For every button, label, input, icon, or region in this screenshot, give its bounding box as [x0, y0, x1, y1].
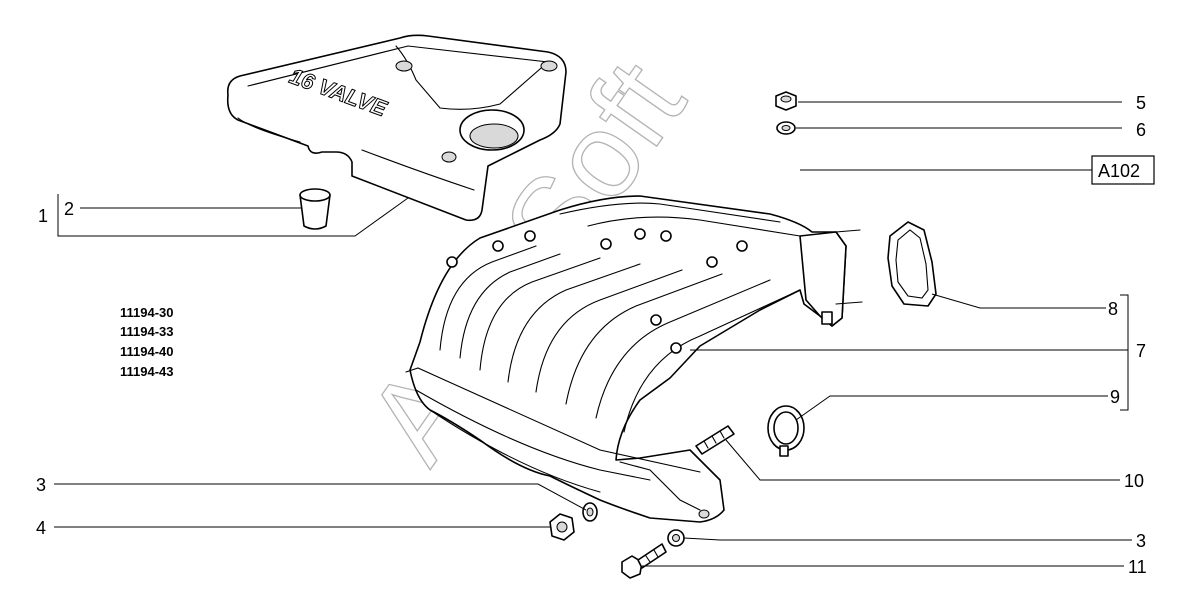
bolt-11 — [621, 543, 667, 579]
callout-5: 5 — [1136, 93, 1146, 113]
cover-bolt-hole — [441, 151, 457, 163]
callout-3-right: 3 — [1136, 531, 1146, 551]
nut-4 — [549, 513, 575, 541]
reference-code: A102 — [1098, 161, 1140, 181]
gasket-8 — [887, 221, 937, 307]
washer-3-lower-right — [667, 529, 685, 547]
model-code: 11194-33 — [120, 324, 174, 339]
reference-box — [1091, 155, 1155, 185]
callout-8: 8 — [1108, 299, 1118, 319]
stud-10 — [695, 425, 735, 455]
model-code: 11194-43 — [120, 364, 174, 379]
engine-cover: 16 VALVE — [226, 34, 567, 222]
leader-lines — [54, 101, 1132, 567]
callout-11: 11 — [1128, 557, 1147, 577]
cover-bolt-hole — [540, 60, 558, 72]
callout-10: 10 — [1124, 471, 1144, 491]
intake-manifold — [405, 195, 863, 523]
o-ring-9 — [767, 405, 805, 457]
callout-2: 2 — [64, 199, 74, 219]
callout-3-left: 3 — [36, 475, 46, 495]
washer-6 — [776, 121, 796, 135]
washer-3-lower-left — [582, 502, 598, 522]
callout-6: 6 — [1136, 120, 1146, 140]
cover-bolt-hole — [395, 60, 413, 72]
callout-1: 1 — [38, 206, 48, 226]
model-code: 11194-40 — [120, 344, 174, 359]
nut-5 — [775, 91, 797, 111]
callout-7: 7 — [1136, 341, 1146, 361]
callout-4: 4 — [36, 518, 46, 538]
model-code: 11194-30 — [120, 305, 174, 320]
rubber-plug — [299, 188, 331, 230]
callout-9: 9 — [1110, 387, 1120, 407]
